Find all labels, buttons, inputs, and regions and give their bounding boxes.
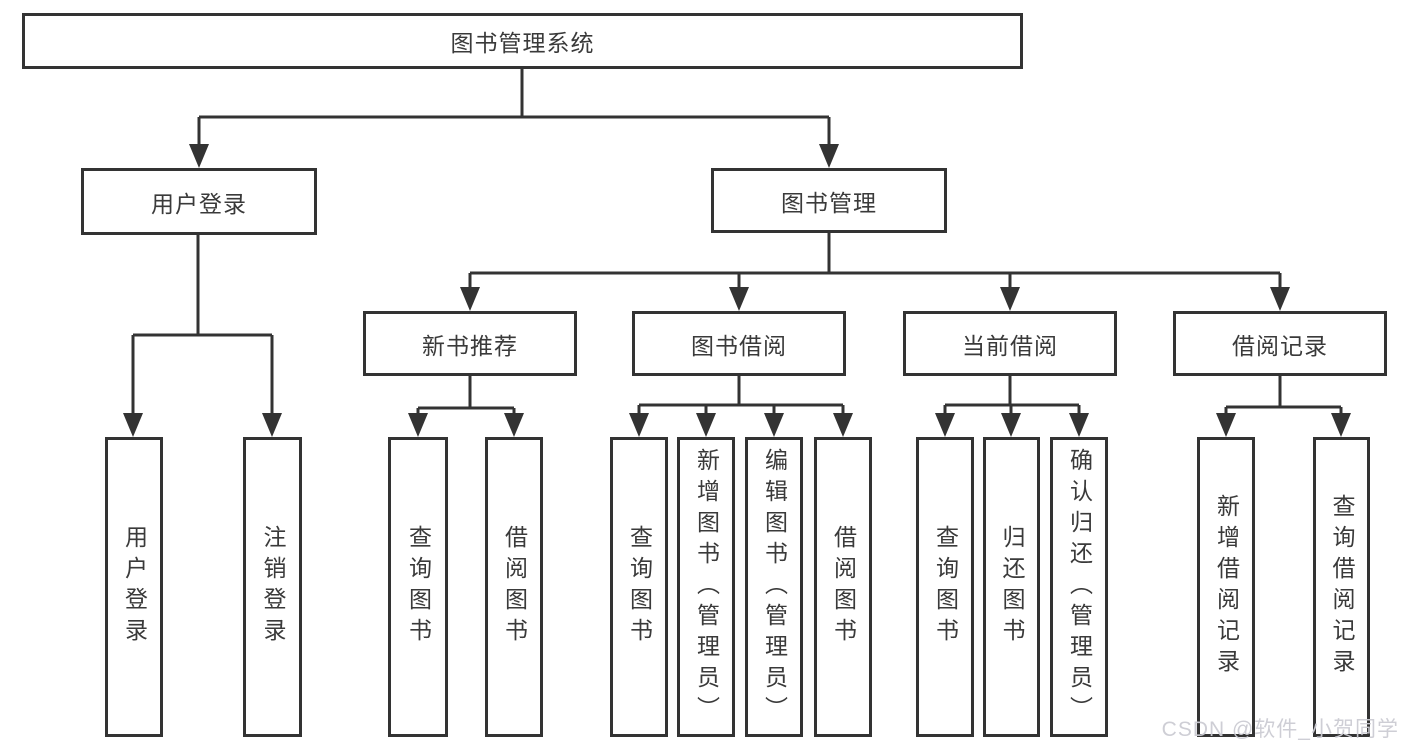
- arrowhead: [189, 144, 209, 168]
- leaf-logout: 注销登录: [243, 437, 302, 737]
- leaf-query-books-recommend: 查询图书: [388, 437, 448, 737]
- leaf-add-books-admin: 新增图书（管理员）: [677, 437, 735, 737]
- arrowhead: [629, 413, 649, 437]
- node-label: 借阅图书: [501, 525, 528, 649]
- arrowhead: [696, 413, 716, 437]
- node-label: 编辑图书（管理员）: [761, 447, 788, 727]
- node-label: 确认归还（管理员）: [1066, 447, 1093, 727]
- node-label: 归还图书: [999, 525, 1025, 649]
- node-label: 新增借阅记录: [1213, 494, 1240, 680]
- node-label: 用户登录: [121, 525, 148, 649]
- leaf-return-books: 归还图书: [983, 437, 1040, 737]
- node-book-management: 图书管理: [711, 168, 947, 233]
- node-book-borrowing: 图书借阅: [632, 311, 846, 376]
- leaf-add-borrow-record: 新增借阅记录: [1197, 437, 1255, 737]
- arrowhead: [1270, 287, 1290, 311]
- arrowhead: [408, 413, 428, 437]
- arrowhead: [833, 413, 853, 437]
- node-label: 查询图书: [932, 525, 959, 649]
- node-label: 新书推荐: [422, 332, 518, 359]
- csdn-watermark: CSDN @软件_小贺同学: [1161, 718, 1399, 741]
- arrowhead: [935, 413, 955, 437]
- node-label: 借阅图书: [830, 525, 857, 649]
- node-label: 查询借阅记录: [1329, 494, 1355, 680]
- arrowhead: [729, 287, 749, 311]
- arrowhead: [1331, 413, 1351, 437]
- leaf-edit-books-admin: 编辑图书（管理员）: [745, 437, 803, 737]
- node-new-book-recommend: 新书推荐: [363, 311, 577, 376]
- node-borrowing-records: 借阅记录: [1173, 311, 1387, 376]
- arrowhead: [460, 287, 480, 311]
- arrowhead: [123, 413, 143, 437]
- arrowhead: [504, 413, 524, 437]
- leaf-query-borrow-record: 查询借阅记录: [1313, 437, 1370, 737]
- leaf-confirm-return-admin: 确认归还（管理员）: [1050, 437, 1108, 737]
- arrowhead: [1216, 413, 1236, 437]
- leaf-user-login: 用户登录: [105, 437, 163, 737]
- leaf-borrow-books: 借阅图书: [814, 437, 872, 737]
- node-label: 查询图书: [626, 525, 653, 649]
- node-label: 查询图书: [405, 525, 432, 649]
- leaf-query-books-borrow: 查询图书: [610, 437, 668, 737]
- node-label: 当前借阅: [962, 332, 1058, 359]
- arrowhead: [819, 144, 839, 168]
- node-user-login: 用户登录: [81, 168, 317, 235]
- node-label: 图书管理系统: [450, 30, 595, 56]
- node-label: 新增图书（管理员）: [693, 447, 720, 727]
- arrowhead: [262, 413, 282, 437]
- arrowhead: [1000, 287, 1020, 311]
- node-label: 图书借阅: [691, 332, 787, 359]
- node-library-system-root: 图书管理系统: [22, 13, 1023, 69]
- arrowhead: [764, 413, 784, 437]
- node-label: 用户登录: [151, 190, 247, 217]
- leaf-query-books-current: 查询图书: [916, 437, 974, 737]
- leaf-borrow-books-recommend: 借阅图书: [485, 437, 543, 737]
- arrowhead: [1001, 413, 1021, 437]
- node-label: 图书管理: [781, 189, 877, 216]
- node-label: 注销登录: [260, 525, 286, 649]
- arrowhead: [1069, 413, 1089, 437]
- node-current-borrowing: 当前借阅: [903, 311, 1117, 376]
- node-label: 借阅记录: [1232, 332, 1328, 359]
